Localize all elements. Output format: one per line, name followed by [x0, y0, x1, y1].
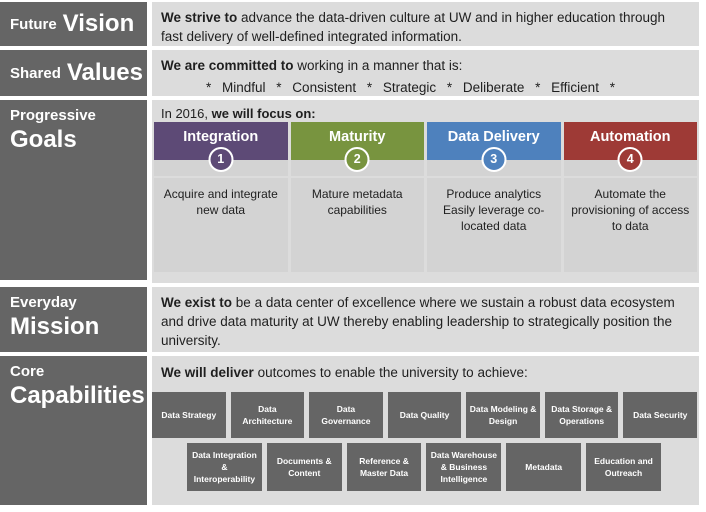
capability-box-data-modeling-design: Data Modeling & Design [466, 392, 540, 438]
goals-intro-bold: we will focus on: [211, 106, 316, 121]
goal-title: Data Delivery [447, 129, 540, 145]
values-sentence: We are committed to working in a manner … [161, 56, 690, 75]
goal-number-badge: 4 [617, 147, 643, 172]
mission-label-small: Everyday [10, 294, 77, 311]
mission-label-box: Everyday Mission [0, 287, 147, 352]
goals-intro: In 2016, we will focus on: [152, 100, 699, 123]
values-text: working in a manner that is: [297, 58, 463, 73]
vision-lead: We strive to [161, 10, 238, 25]
capability-box-education-outreach: Education and Outreach [586, 443, 661, 491]
vision-label-large: Vision [62, 10, 135, 37]
goal-description: Automate the provisioning of access to d… [563, 178, 697, 272]
goal-number-badge: 3 [481, 147, 507, 172]
vision-text: advance the data-driven culture at UW an… [161, 10, 666, 45]
goal-column-integration: Integration 1 Acquire and integrate new … [154, 122, 288, 272]
vision-label: Future Vision [0, 2, 147, 46]
goals-label-small: Progressive [10, 107, 96, 124]
goals-panel: In 2016, we will focus on: Integration 1… [152, 100, 699, 283]
goal-column-maturity: Maturity 2 Mature metadata capabilities [290, 122, 424, 272]
capability-box-data-strategy: Data Strategy [152, 392, 226, 438]
capabilities-panel: We will deliver outcomes to enable the u… [152, 356, 699, 505]
capabilities-lead: We will deliver [161, 365, 254, 380]
capabilities-intro: We will deliver outcomes to enable the u… [152, 356, 699, 382]
goal-description: Produce analytics Easily leverage co- lo… [427, 178, 561, 272]
mission-panel: We exist to be a data center of excellen… [152, 287, 699, 352]
values-label-box: Shared Values [0, 50, 147, 96]
capability-box-data-storage-operations: Data Storage & Operations [544, 392, 619, 438]
capability-box-data-architecture: Data Architecture [230, 392, 305, 438]
vision-label-box: Future Vision [0, 2, 147, 46]
capabilities-text: outcomes to enable the university to ach… [257, 365, 528, 380]
values-panel: We are committed to working in a manner … [152, 50, 699, 96]
goal-number-badge: 2 [344, 147, 370, 172]
mission-label-large: Mission [10, 313, 100, 340]
mission-lead: We exist to [161, 295, 233, 310]
capability-box-data-governance: Data Governance [309, 392, 383, 438]
goal-header-automation: Automation 4 [563, 122, 697, 172]
goal-description: Acquire and integrate new data [154, 178, 288, 272]
goal-columns: Integration 1 Acquire and integrate new … [154, 122, 697, 272]
goal-description: Mature metadata capabilities [290, 178, 424, 272]
goal-column-automation: Automation 4 Automate the provisioning o… [563, 122, 697, 272]
goal-number-badge: 1 [208, 147, 234, 172]
capability-box-data-quality: Data Quality [387, 392, 462, 438]
values-label: Shared Values [0, 50, 147, 96]
goals-label-box: Progressive Goals [0, 100, 147, 280]
values-label-large: Values [66, 59, 143, 86]
goal-header-integration: Integration 1 [154, 122, 288, 172]
goals-intro-plain: In 2016, [161, 106, 208, 121]
vision-label-small: Future [10, 15, 57, 33]
capability-box-documents-content: Documents & Content [266, 443, 342, 491]
values-lead: We are committed to [161, 58, 294, 73]
capabilities-label-box: Core Capabilities [0, 356, 147, 505]
capability-box-reference-master-data: Reference & Master Data [346, 443, 422, 491]
goal-title: Integration [183, 129, 259, 145]
goals-label-large: Goals [10, 126, 77, 153]
capability-row-1: Data Strategy Data Architecture Data Gov… [152, 392, 698, 438]
values-label-small: Shared [10, 64, 61, 82]
values-list: * Mindful * Consistent * Strategic * Del… [206, 80, 615, 96]
capabilities-label-small: Core [10, 363, 45, 380]
capability-box-data-integration-interoperability: Data Integration & Interoperability [187, 443, 262, 491]
capabilities-label-large: Capabilities [10, 382, 145, 409]
capability-box-data-warehouse-business-intelligence: Data Warehouse & Business Intelligence [426, 443, 502, 491]
capability-row-2: Data Integration & Interoperability Docu… [187, 443, 661, 491]
goal-header-maturity: Maturity 2 [290, 122, 424, 172]
mission-text: be a data center of excellence where we … [161, 295, 675, 349]
goal-header-data-delivery: Data Delivery 3 [427, 122, 561, 172]
goal-title: Maturity [329, 129, 386, 145]
goal-column-data-delivery: Data Delivery 3 Produce analytics Easily… [427, 122, 561, 272]
capability-box-data-security: Data Security [623, 392, 698, 438]
vision-panel: We strive to advance the data-driven cul… [152, 2, 699, 46]
goal-title: Automation [589, 129, 671, 145]
capability-box-metadata: Metadata [506, 443, 582, 491]
